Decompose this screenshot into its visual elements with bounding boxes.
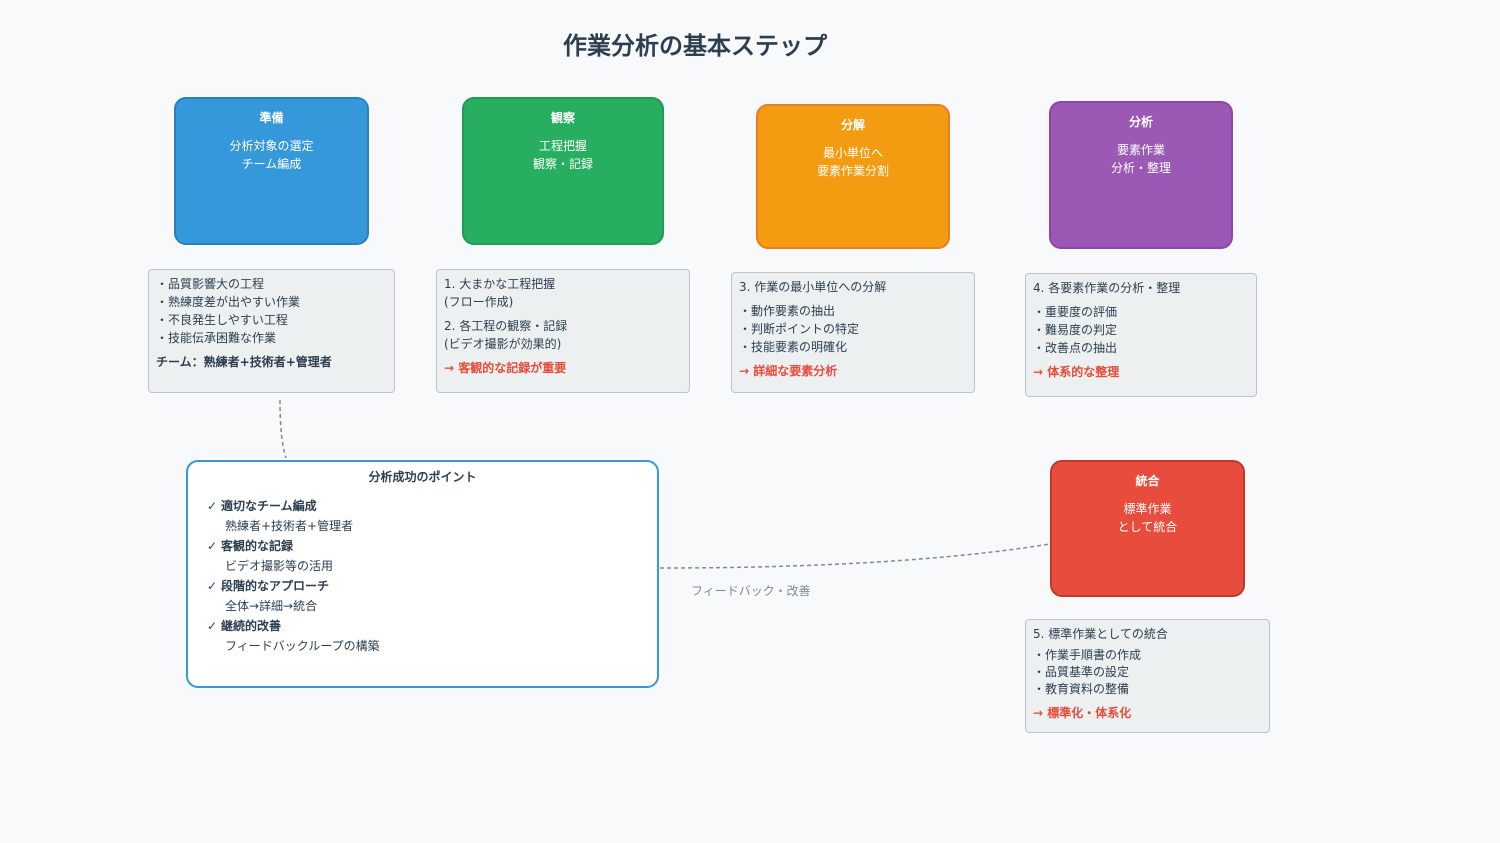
point-heading: 適切なチーム編成 — [221, 499, 317, 513]
point-detail: フィードバックループの構築 — [225, 639, 380, 653]
detail-heading: 3. 作業の最小単位への分解 — [739, 280, 887, 294]
analysis-detail-box: 4. 各要素作業の分析・整理 ・重要度の評価 ・難易度の判定 ・改善点の抽出 →… — [1025, 273, 1257, 397]
point-item: ✓段階的なアプローチ 全体→詳細→統合 — [188, 576, 657, 616]
step-integration-box: 統合 標準作業 として統合 — [1050, 460, 1245, 597]
observation-detail-box: 1. 大まかな工程把握 (フロー作成) 2. 各工程の観察・記録 (ビデオ撮影が… — [436, 269, 690, 393]
point-detail: 全体→詳細→統合 — [225, 599, 318, 613]
step-title: 観察 — [550, 111, 575, 125]
check-icon: ✓ — [207, 579, 218, 593]
integration-detail-box: 5. 標準作業としての統合 ・作業手順書の作成 ・品質基準の設定 ・教育資料の整… — [1025, 619, 1270, 733]
detail-item: ・改善点の抽出 — [1033, 341, 1118, 355]
step-line: 分析対象の選定 — [229, 139, 314, 153]
detail-item: ・教育資料の整備 — [1033, 682, 1130, 696]
step-title: 統合 — [1135, 474, 1160, 488]
preparation-detail-box: ・品質影響大の工程 ・熟練度差が出やすい作業 ・不良発生しやすい工程 ・技能伝承… — [148, 269, 395, 393]
detail-note: → 客観的な記録が重要 — [444, 361, 567, 375]
detail-item: ・判断ポイントの特定 — [739, 322, 860, 336]
step-decomposition-box: 分解 最小単位へ 要素作業分割 — [756, 104, 950, 249]
feedback-label: フィードバック・改善 — [691, 584, 811, 598]
points-title: 分析成功のポイント — [368, 470, 477, 484]
detail-item: ・品質基準の設定 — [1033, 665, 1130, 679]
point-detail: 熟練者+技術者+管理者 — [225, 519, 354, 533]
detail-heading: 4. 各要素作業の分析・整理 — [1033, 281, 1181, 295]
team-composition: チーム：熟練者+技術者+管理者 — [156, 355, 332, 369]
point-heading: 段階的なアプローチ — [221, 579, 330, 593]
detail-item: (フロー作成) — [444, 295, 514, 309]
check-icon: ✓ — [207, 619, 218, 633]
detail-heading: 5. 標準作業としての統合 — [1033, 627, 1168, 641]
detail-item: ・熟練度差が出やすい作業 — [156, 295, 301, 309]
detail-item: ・不良発生しやすい工程 — [156, 313, 288, 327]
step-title: 分解 — [840, 118, 865, 132]
step-observation-box: 観察 工程把握 観察・記録 — [462, 97, 664, 245]
detail-item: ・難易度の判定 — [1033, 323, 1118, 337]
detail-item: 2. 各工程の観察・記録 — [444, 319, 568, 333]
step-line: として統合 — [1117, 520, 1178, 534]
step-line: 最小単位へ — [822, 146, 883, 160]
step-title: 準備 — [259, 111, 284, 125]
success-points-box: 分析成功のポイント ✓適切なチーム編成 熟練者+技術者+管理者 ✓客観的な記録 … — [186, 460, 659, 688]
step-analysis-box: 分析 要素作業 分析・整理 — [1049, 101, 1233, 249]
diagram-title: 作業分析の基本ステップ — [563, 32, 827, 60]
step-title: 分析 — [1128, 115, 1153, 129]
point-item: ✓継続的改善 フィードバックループの構築 — [188, 616, 657, 656]
detail-item: (ビデオ撮影が効果的) — [444, 337, 562, 351]
detail-note: → 標準化・体系化 — [1033, 706, 1132, 720]
detail-item: ・作業手順書の作成 — [1033, 648, 1142, 662]
step-line: 分析・整理 — [1110, 161, 1171, 175]
feedback-loop-connector — [659, 543, 1051, 569]
step-line: 観察・記録 — [532, 157, 593, 171]
step-line: チーム編成 — [241, 157, 302, 171]
point-item: ✓適切なチーム編成 熟練者+技術者+管理者 — [188, 496, 657, 536]
point-heading: 客観的な記録 — [221, 539, 294, 553]
detail-note: → 体系的な整理 — [1033, 365, 1120, 379]
step-line: 要素作業 — [1116, 143, 1165, 157]
step-line: 工程把握 — [538, 139, 587, 153]
decomposition-detail-box: 3. 作業の最小単位への分解 ・動作要素の抽出 ・判断ポイントの特定 ・技能要素… — [731, 272, 975, 393]
point-detail: ビデオ撮影等の活用 — [225, 559, 334, 573]
check-icon: ✓ — [207, 499, 218, 513]
step-preparation-box: 準備 分析対象の選定 チーム編成 — [174, 97, 369, 245]
check-icon: ✓ — [207, 539, 218, 553]
detail-item: ・重要度の評価 — [1033, 305, 1118, 319]
point-item: ✓客観的な記録 ビデオ撮影等の活用 — [188, 536, 657, 576]
point-heading: 継続的改善 — [221, 619, 282, 633]
detail-item: ・技能要素の明確化 — [739, 340, 848, 354]
step-line: 標準作業 — [1123, 502, 1172, 516]
step-line: 要素作業分割 — [816, 164, 889, 178]
detail-note: → 詳細な要素分析 — [739, 364, 838, 378]
detail-item: ・品質影響大の工程 — [156, 277, 265, 291]
detail-item: 1. 大まかな工程把握 — [444, 277, 556, 291]
detail-item: ・技能伝承困難な作業 — [156, 331, 277, 345]
detail-item: ・動作要素の抽出 — [739, 304, 836, 318]
preparation-to-points-connector — [279, 399, 287, 459]
